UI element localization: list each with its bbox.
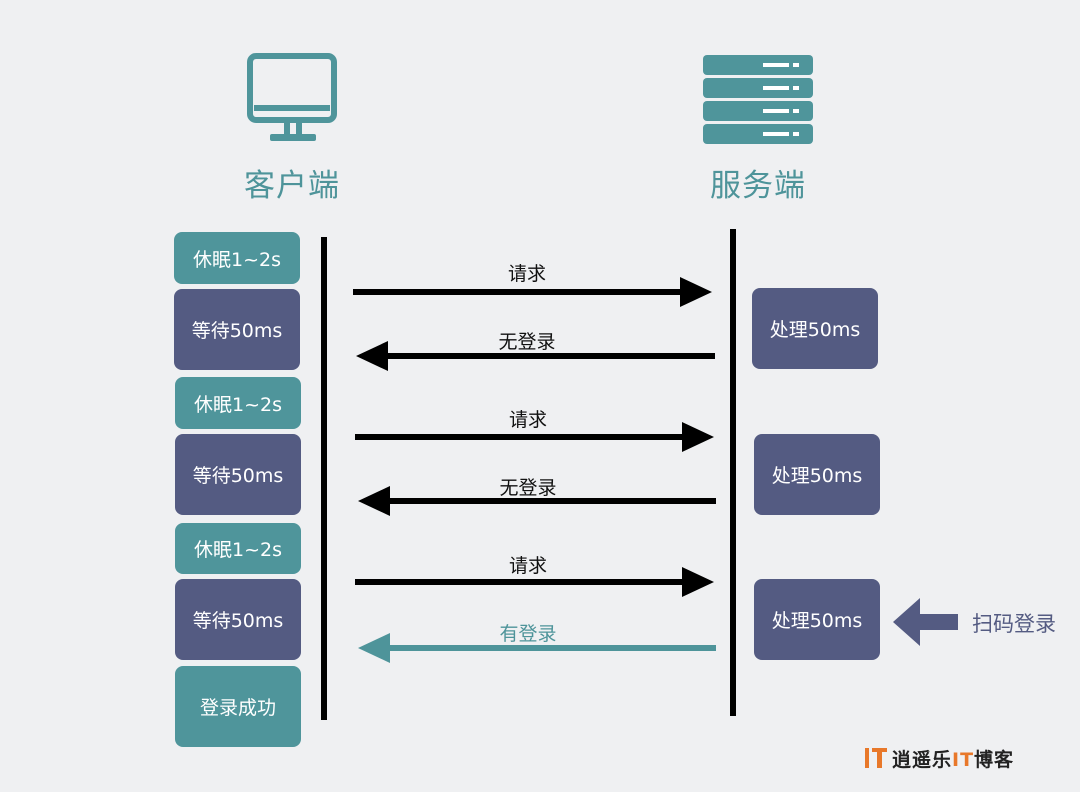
success-response-arrow bbox=[358, 633, 716, 663]
server-rack-icon bbox=[703, 55, 813, 144]
watermark-suffix: 博客 bbox=[974, 749, 1015, 771]
scan-login-label: 扫码登录 bbox=[972, 612, 1056, 636]
server-step-process: 处理50ms bbox=[754, 579, 880, 660]
client-step-wait: 等待50ms bbox=[174, 289, 300, 370]
client-lifeline bbox=[321, 237, 327, 720]
message-label: 有登录 bbox=[499, 623, 557, 645]
watermark-brand: 逍遥乐IT博客 bbox=[892, 745, 1014, 772]
arrow-left-icon bbox=[893, 598, 958, 646]
client-title: 客户端 bbox=[244, 168, 340, 204]
client-step-wait: 等待50ms bbox=[175, 579, 301, 660]
watermark-highlight: IT bbox=[952, 749, 975, 771]
server-step-process: 处理50ms bbox=[754, 434, 880, 515]
client-step-sleep: 休眠1~2s bbox=[175, 377, 301, 429]
client-step-wait: 等待50ms bbox=[175, 434, 301, 515]
server-title: 服务端 bbox=[710, 168, 806, 204]
request-arrow bbox=[353, 277, 712, 307]
monitor-icon bbox=[247, 53, 337, 141]
client-step-sleep: 休眠1~2s bbox=[174, 232, 300, 284]
server-lifeline bbox=[730, 229, 736, 716]
message-label: 无登录 bbox=[499, 477, 557, 499]
watermark-prefix: 逍遥乐 bbox=[892, 749, 953, 771]
client-step-sleep: 休眠1~2s bbox=[175, 523, 301, 574]
request-arrow bbox=[355, 422, 714, 452]
client-step-success: 登录成功 bbox=[175, 666, 301, 747]
it-logo-icon bbox=[865, 748, 887, 768]
message-label: 请求 bbox=[507, 263, 546, 285]
response-arrow bbox=[358, 486, 716, 516]
message-label: 请求 bbox=[508, 555, 547, 577]
message-label: 无登录 bbox=[498, 331, 556, 353]
request-arrow bbox=[355, 567, 714, 597]
response-arrow bbox=[356, 341, 715, 371]
server-step-process: 处理50ms bbox=[752, 288, 878, 369]
message-label: 请求 bbox=[508, 409, 547, 431]
